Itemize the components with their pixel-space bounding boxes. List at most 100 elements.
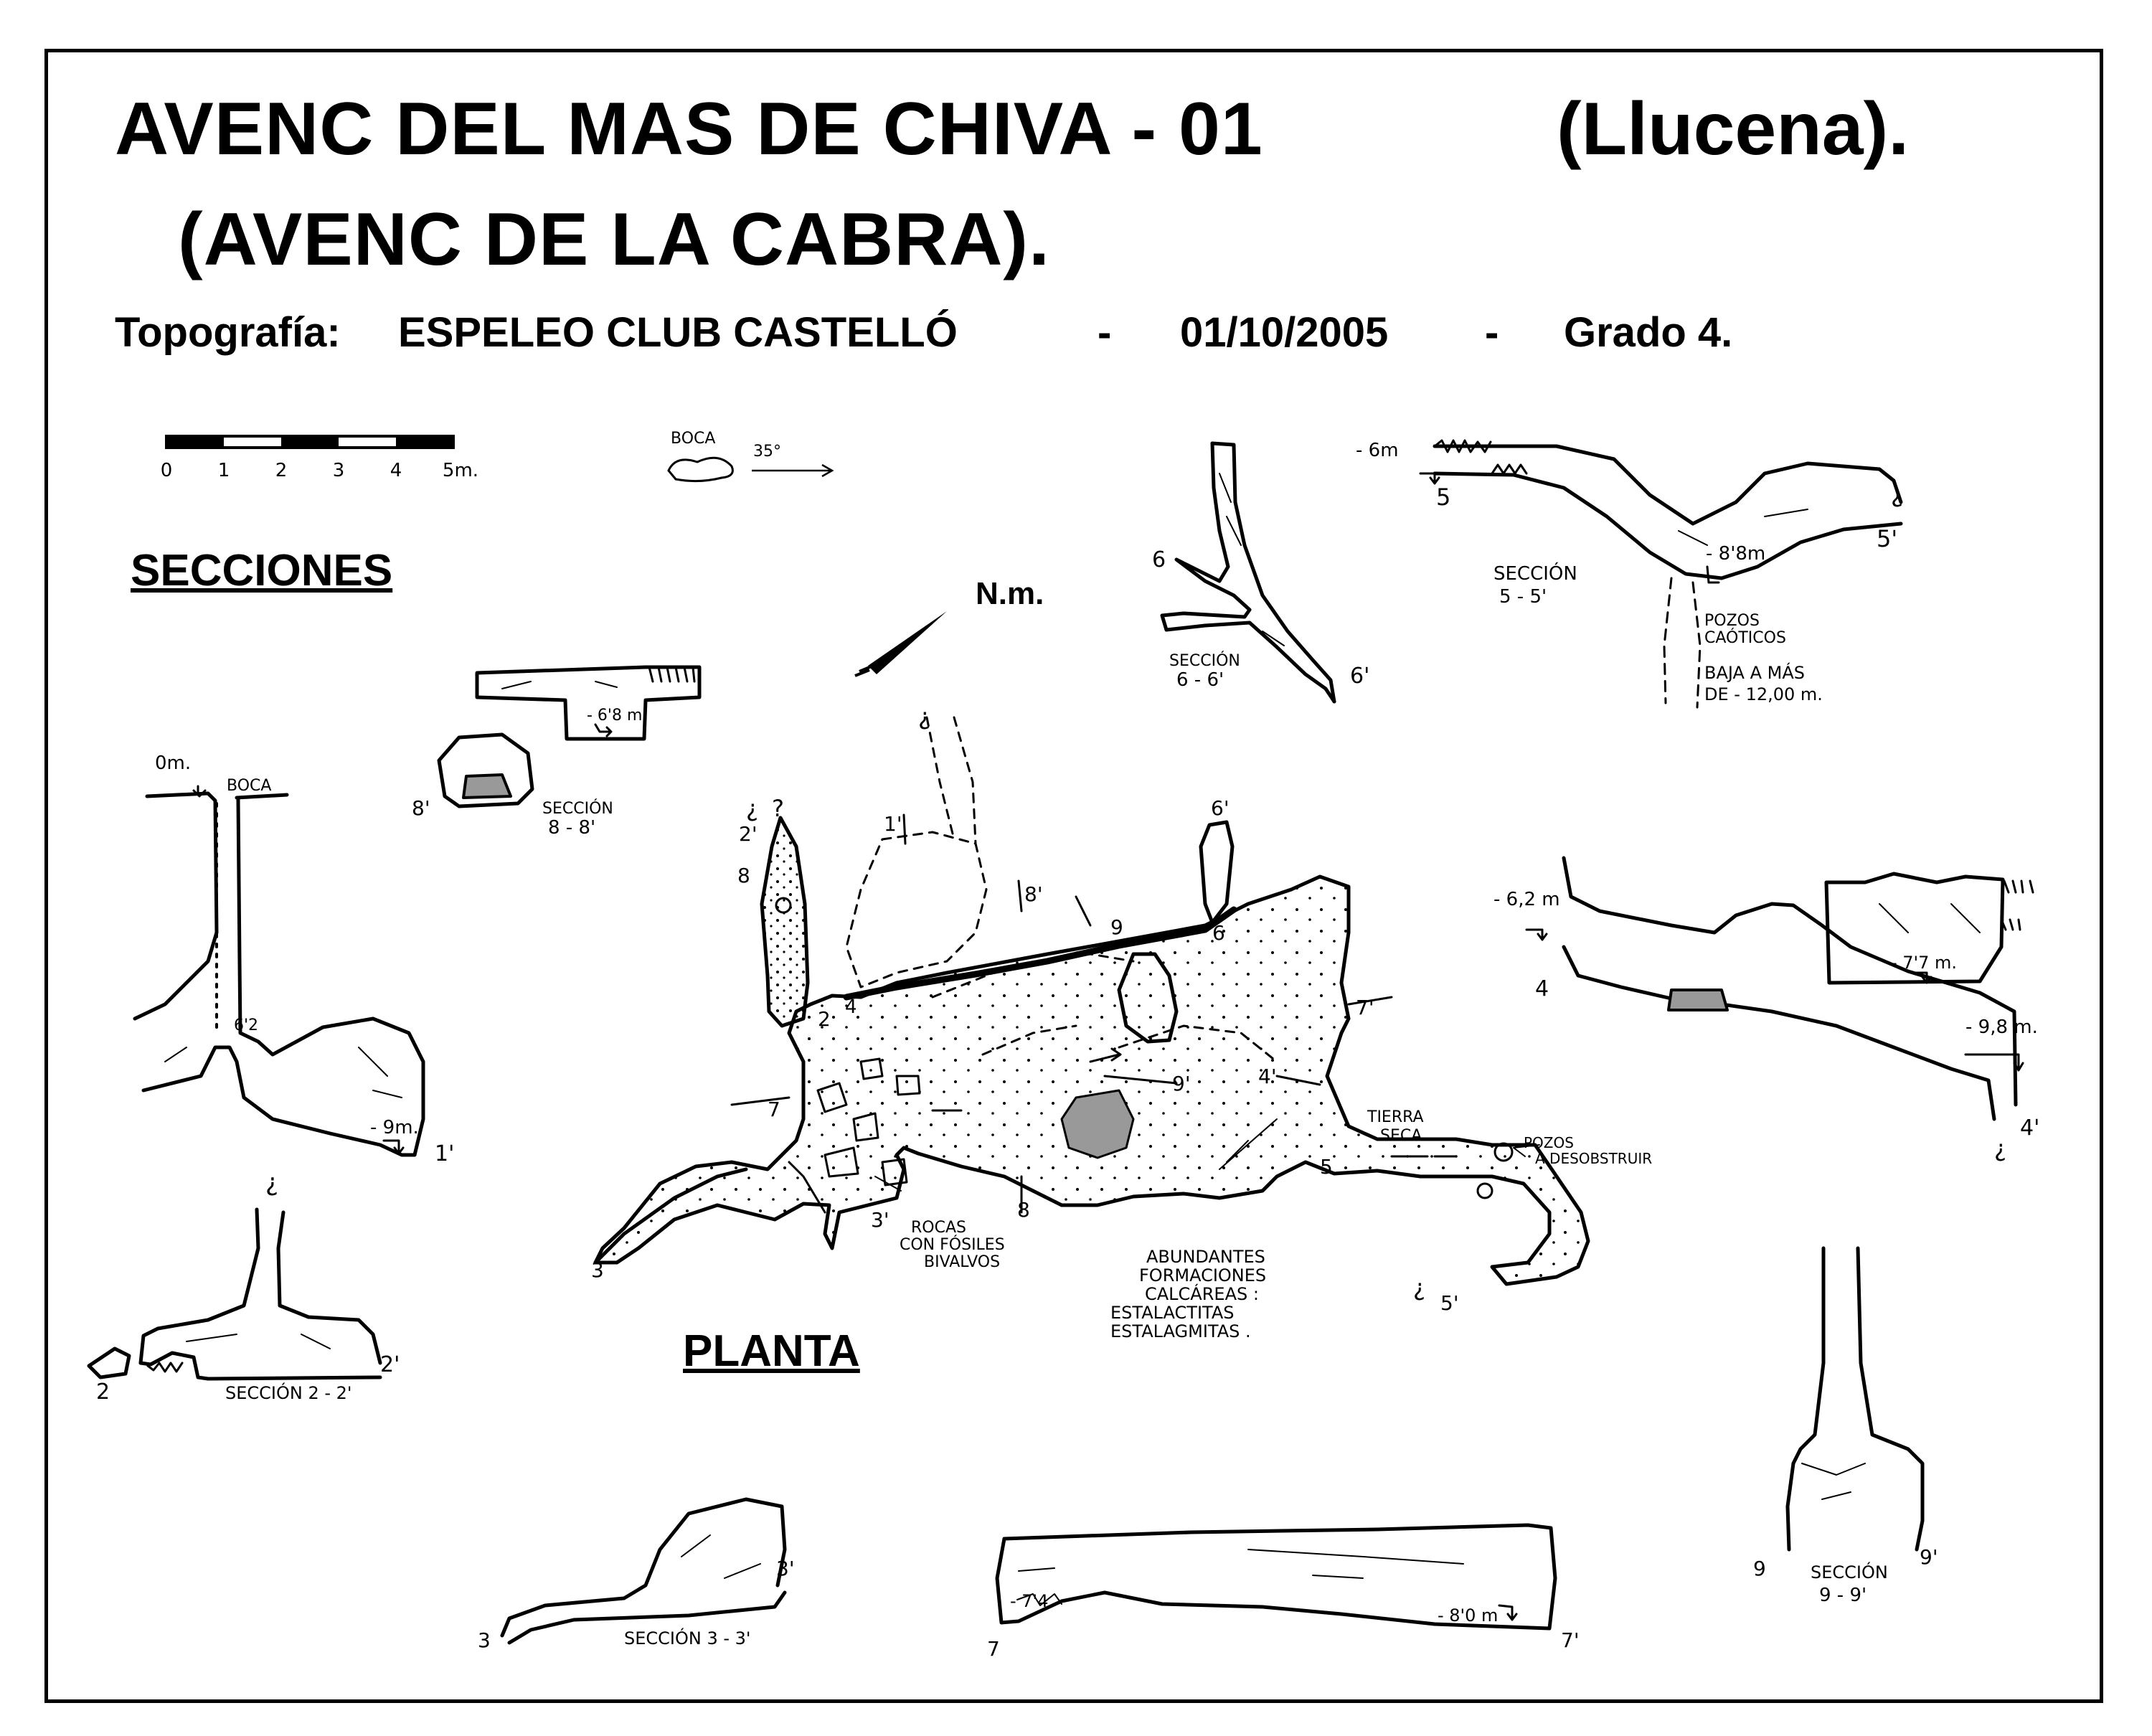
station-label: 2' (380, 1352, 400, 1377)
note-text: BAJA A MÁS (1704, 662, 1805, 683)
station-label: 5 (1320, 1155, 1333, 1179)
station-label: 9' (1920, 1545, 1938, 1569)
station-label: 8' (412, 796, 430, 820)
bearing-label: 35° (753, 443, 781, 461)
depth-label: - 9,8 m. (1965, 1016, 2038, 1038)
separator: - (1485, 309, 1499, 356)
station-label: 5' (1440, 1291, 1459, 1315)
note-text: ESTALACTITAS (1110, 1303, 1234, 1323)
station-label: 3' (776, 1557, 795, 1580)
depth-label: - 6,2 m (1493, 889, 1560, 910)
note-text: ABUNDANTES (1146, 1247, 1265, 1267)
section-id: 5 - 5' (1499, 586, 1547, 608)
bearing-arrow-icon (752, 463, 834, 478)
north-label: N.m. (976, 576, 1044, 611)
station-label: 6 (1152, 547, 1166, 572)
note-text: BIVALVOS (924, 1253, 1000, 1271)
note-text: POZOS (1704, 612, 1760, 630)
depth-label: 0m. (155, 753, 191, 774)
unknown-continuation: ¿ (746, 795, 758, 822)
station-label: 4' (2020, 1115, 2039, 1141)
unknown-continuation: ? (772, 795, 784, 822)
scale-tick-label: 0 (161, 460, 173, 481)
entrance-legend: BOCA 35° (667, 430, 834, 483)
cave-alt-name: (AVENC DE LA CABRA). (178, 198, 1050, 281)
station-label: 1' (884, 812, 902, 836)
section-2-2 (87, 1207, 382, 1381)
station-label: 4 (845, 996, 857, 1018)
unknown-continuation: ¿ (1413, 1274, 1425, 1301)
depth-label: - 8'8m (1706, 543, 1765, 565)
station-label: 6' (1350, 664, 1369, 689)
section-5-5 (1419, 439, 1903, 709)
scale-tick-label: 4 (390, 460, 402, 481)
cave-plan (593, 716, 1590, 1286)
entrance-symbol (667, 456, 734, 483)
scale-tick-label: 1 (218, 460, 230, 481)
unknown-continuation: ¿ (1891, 481, 1903, 508)
depth-label: - 6'8 m. (587, 707, 647, 725)
depth-label: 6'2 (234, 1016, 258, 1034)
club-name: ESPELEO CLUB CASTELLÓ (398, 309, 958, 356)
separator: - (1098, 309, 1112, 356)
section-title: SECCIÓN (542, 799, 613, 818)
note-text: POZOS (1524, 1134, 1574, 1151)
section-4-4 (1525, 856, 2034, 1121)
scale-tick-label: 2 (275, 460, 288, 481)
note-text: CALCÁREAS : (1145, 1283, 1259, 1304)
section-title: SECCIÓN 3 - 3' (624, 1627, 751, 1648)
difficulty-grade: Grado 4. (1564, 309, 1733, 356)
section-9-9 (1785, 1246, 1925, 1552)
station-label: 8 (1017, 1198, 1030, 1222)
station-label: 4 (1535, 976, 1549, 1001)
station-label: 1' (435, 1141, 454, 1166)
survey-date: 01/10/2005 (1180, 309, 1389, 356)
station-label: 6' (1211, 796, 1230, 820)
section-6-6 (1160, 441, 1336, 704)
station-label: 2' (739, 822, 758, 846)
station-label: 7 (987, 1637, 1000, 1661)
station-label: 5' (1877, 525, 1897, 552)
note-text: ESTALAGMITAS . (1110, 1321, 1251, 1341)
unknown-continuation: ¿ (1994, 1135, 2006, 1162)
depth-label: - 6m (1356, 440, 1399, 461)
station-label: 9 (1753, 1557, 1766, 1580)
note-text: DE - 12,00 m. (1704, 684, 1823, 704)
entrance-legend-label: BOCA (671, 430, 715, 448)
unknown-continuation: ¿ (265, 1169, 278, 1197)
station-label: 7 (768, 1098, 780, 1121)
station-label: 2 (96, 1379, 110, 1405)
entrance-label: BOCA (227, 777, 271, 795)
cave-location: (Llucena). (1557, 88, 1910, 171)
north-arrow: N.m. (854, 576, 1044, 677)
scale-tick-label: 3 (333, 460, 345, 481)
station-label: 7' (1356, 996, 1374, 1019)
note-text: CAÓTICOS (1704, 628, 1786, 647)
station-label: 6 (1212, 921, 1225, 945)
section-3-3 (500, 1497, 787, 1645)
note-text: TIERRA (1367, 1108, 1424, 1126)
unknown-continuation: ¿ (918, 703, 930, 730)
station-label: 3 (591, 1258, 604, 1282)
section-7-7 (995, 1523, 1557, 1631)
station-label: 5 (1436, 483, 1450, 511)
section-id: 6 - 6' (1176, 669, 1224, 691)
section-title: SECCIÓN 2 - 2' (225, 1382, 352, 1403)
station-label: 7' (1561, 1628, 1580, 1652)
station-label: 8 (737, 864, 750, 887)
section-id: 9 - 9' (1819, 1585, 1867, 1606)
station-label: 9 (1110, 915, 1123, 939)
note-text: FORMACIONES (1139, 1265, 1266, 1286)
note-text: A DESOBSTRUIR (1535, 1150, 1652, 1167)
note-text: ROCAS (911, 1219, 966, 1237)
scale-bar: 0 1 2 3 4 5m. (161, 435, 478, 481)
depth-label: - 8'0 m (1438, 1605, 1498, 1626)
section-8-8 (437, 665, 702, 808)
note-text: SECA (1380, 1127, 1422, 1145)
depth-label: - 9m. (370, 1117, 419, 1138)
sections-heading: SECCIONES (131, 546, 393, 595)
section-id: 8 - 8' (548, 817, 595, 839)
section-title: SECCIÓN (1811, 1561, 1888, 1582)
section-title: SECCIÓN (1169, 651, 1240, 670)
topography-label: Topografía: (115, 309, 341, 356)
